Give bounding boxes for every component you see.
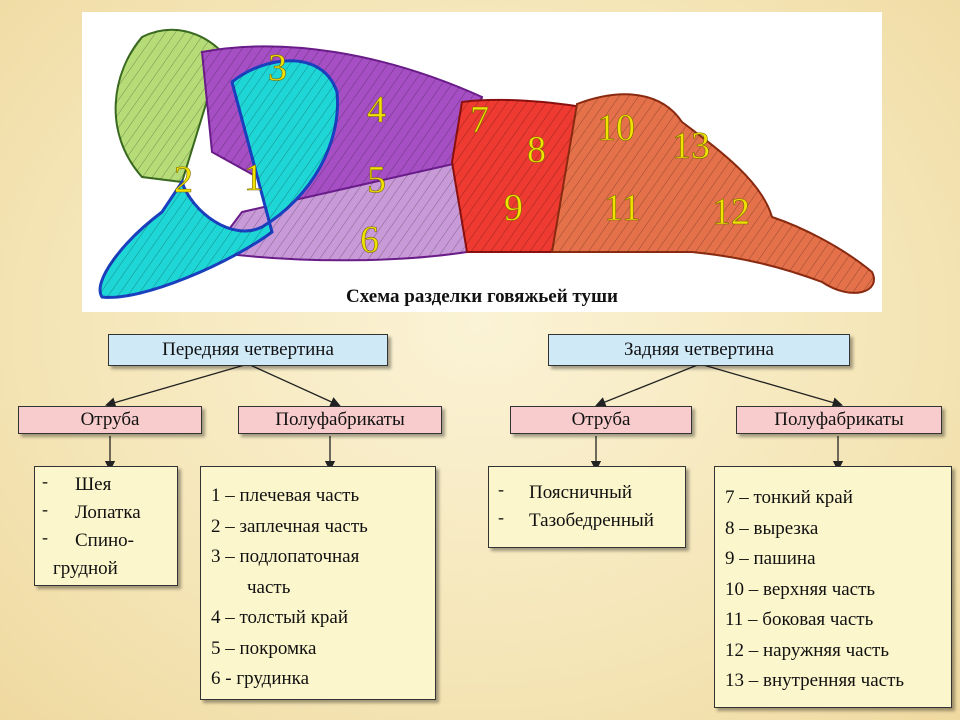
list-item: -Шея bbox=[42, 471, 112, 495]
number-9: 9 bbox=[504, 187, 523, 229]
rear-quarter-title: Задняя четвертина bbox=[624, 339, 774, 360]
list-item: 6 - грудинка bbox=[211, 668, 310, 689]
number-12: 12 bbox=[712, 191, 750, 233]
front-cuts-label-box: Отруба bbox=[18, 406, 202, 434]
list-item: часть bbox=[247, 576, 291, 598]
number-8: 8 bbox=[527, 129, 546, 171]
number-4: 4 bbox=[367, 89, 386, 131]
rear-cuts-list: -Поясничный -Тазобедренный bbox=[498, 479, 685, 535]
number-1: 1 bbox=[244, 157, 263, 199]
number-11: 11 bbox=[604, 187, 641, 229]
list-item: 10 – верхняя часть bbox=[725, 578, 876, 600]
list-item: -Поясничный bbox=[498, 479, 633, 503]
front-cuts-list: -Шея -Лопатка -Спино- грудной bbox=[42, 471, 171, 583]
front-quarter-title: Передняя четвертина bbox=[162, 339, 334, 360]
carcass-diagram: 1 2 3 4 5 6 7 8 9 10 11 12 13 Схема разд… bbox=[82, 12, 882, 312]
number-3: 3 bbox=[268, 47, 287, 89]
list-item: 11 – боковая часть bbox=[725, 609, 874, 630]
rear-cuts-list-box: -Поясничный -Тазобедренный bbox=[488, 466, 686, 548]
list-item: -Тазобедренный bbox=[498, 507, 654, 531]
list-item: 3 – подлопаточная bbox=[211, 546, 360, 567]
list-item: 13 – внутренняя часть bbox=[725, 670, 905, 691]
list-item: грудной bbox=[53, 558, 118, 579]
number-6: 6 bbox=[360, 219, 379, 261]
list-item: 8 – вырезка bbox=[725, 517, 819, 539]
number-10: 10 bbox=[597, 107, 635, 149]
list-item: 12 – наружняя часть bbox=[725, 639, 890, 661]
list-item: 9 – пашина bbox=[725, 548, 816, 569]
front-products-list-box: 1 – плечевая часть 2 – заплечная часть 3… bbox=[200, 466, 436, 700]
rear-cuts-label: Отруба bbox=[571, 409, 631, 430]
list-item: 4 – толстый край bbox=[211, 607, 349, 628]
list-item: -Лопатка bbox=[42, 499, 141, 523]
diagram-caption: Схема разделки говяжьей туши bbox=[346, 286, 618, 307]
rear-quarter-header: Задняя четвертина bbox=[548, 334, 850, 366]
front-quarter-header: Передняя четвертина bbox=[108, 334, 388, 366]
rear-products-list-box: 7 – тонкий край 8 – вырезка 9 – пашина 1… bbox=[714, 466, 952, 708]
front-products-label: Полуфабрикаты bbox=[275, 409, 405, 430]
list-item: 2 – заплечная часть bbox=[211, 515, 368, 537]
rear-products-label: Полуфабрикаты bbox=[774, 409, 904, 430]
list-item: -Спино- bbox=[42, 527, 135, 551]
rear-products-label-box: Полуфабрикаты bbox=[736, 406, 942, 434]
list-item: 5 – покромка bbox=[211, 637, 317, 659]
list-item: 7 – тонкий край bbox=[725, 487, 853, 508]
front-cuts-list-box: -Шея -Лопатка -Спино- грудной bbox=[34, 466, 178, 586]
carcass-drawing: 1 2 3 4 5 6 7 8 9 10 11 12 13 bbox=[98, 28, 875, 299]
front-cuts-label: Отруба bbox=[80, 409, 140, 430]
number-7: 7 bbox=[470, 99, 489, 141]
number-2: 2 bbox=[174, 159, 193, 201]
rear-cuts-label-box: Отруба bbox=[510, 406, 692, 434]
list-item: 1 – плечевая часть bbox=[211, 485, 360, 506]
number-5: 5 bbox=[367, 159, 386, 201]
number-13: 13 bbox=[672, 125, 710, 167]
front-products-label-box: Полуфабрикаты bbox=[238, 406, 442, 434]
